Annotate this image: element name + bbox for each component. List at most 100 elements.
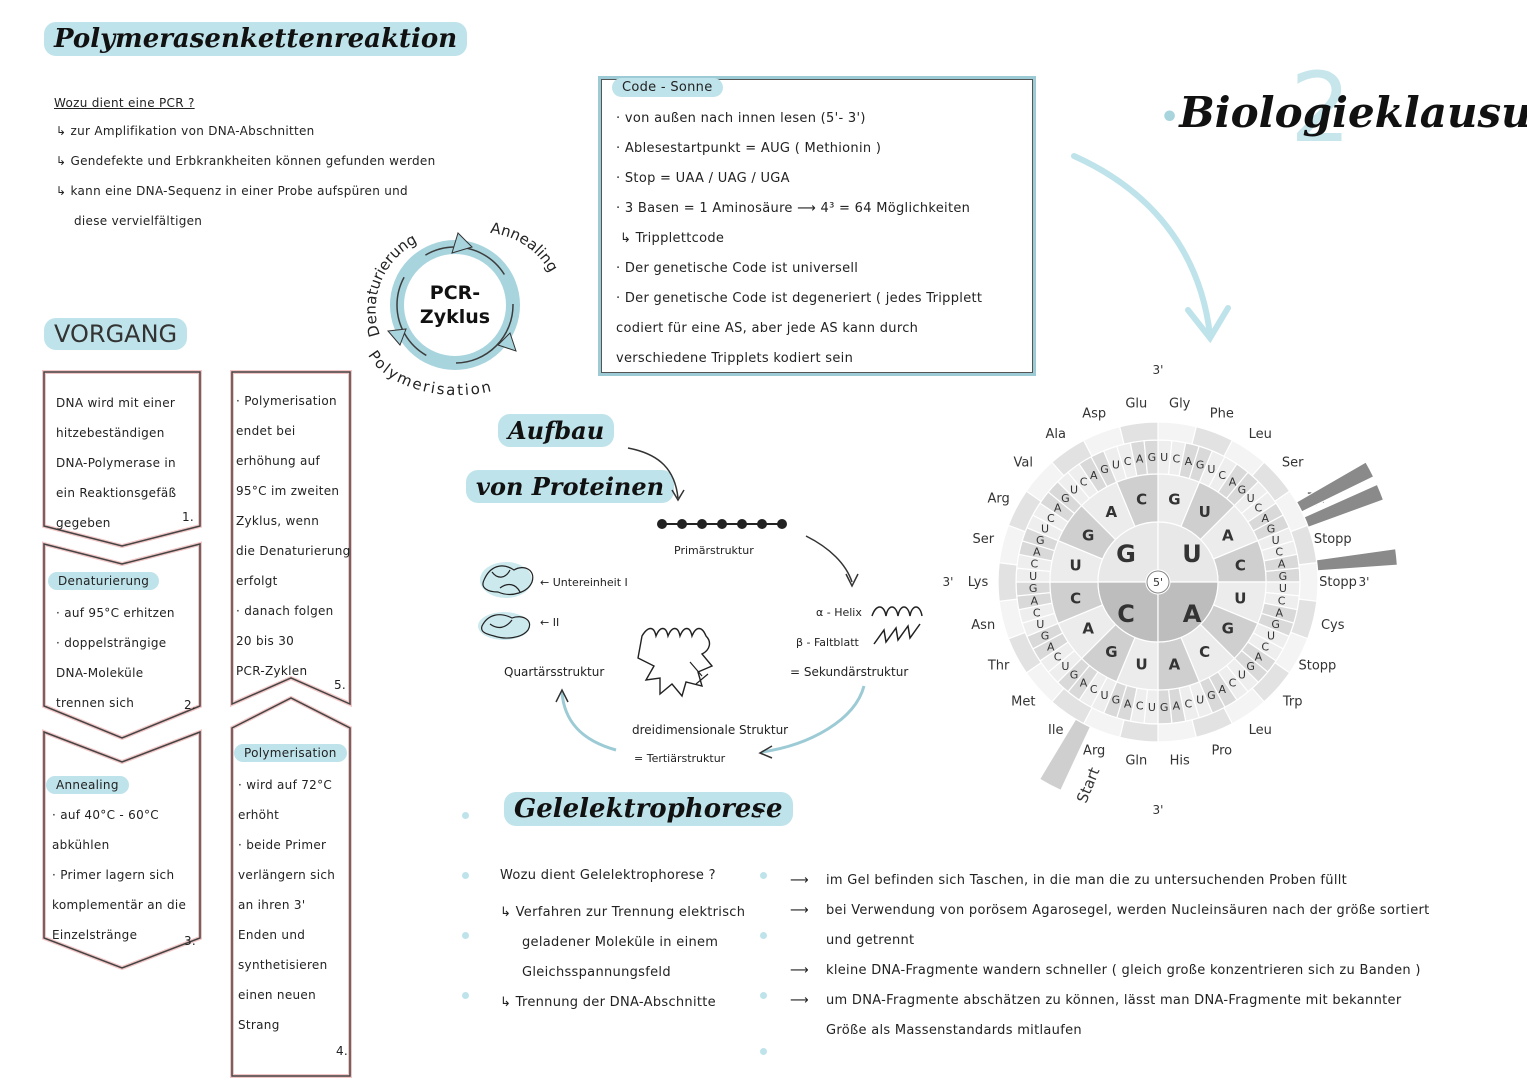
sun-amino-label: Stopp [1319, 575, 1357, 590]
step4-heading-wrap: Polymerisation [234, 742, 347, 762]
helix-label: α - Helix [816, 606, 862, 619]
klausur-title: •Biologieklausur• [1160, 88, 1527, 137]
step3-heading: Annealing [46, 776, 129, 794]
sun-middle-label: A [1106, 503, 1118, 521]
sun-base-label: C [1124, 455, 1132, 468]
sekundaer-label: = Sekundärstruktur [790, 665, 908, 679]
sun-base-label: C [1218, 469, 1226, 482]
protein-structure-diagram: Primärstruktur α - Helix β - Faltblatt =… [478, 447, 923, 765]
step1-number: 1. [182, 510, 195, 524]
sun-base-label: A [1255, 650, 1263, 663]
sun-amino-label: His [1170, 754, 1190, 769]
sun-base-label: U [1160, 451, 1168, 464]
pcr-question: Wozu dient eine PCR ? [54, 96, 195, 110]
sun-base-label: U [1070, 483, 1078, 496]
vorgang-chevrons [42, 370, 352, 1078]
quartaer-icon [478, 562, 534, 640]
sun-prime-label: 3' [943, 575, 954, 589]
sun-amino-label: Asn [971, 618, 995, 633]
sun-amino-label: Gly [1169, 396, 1191, 411]
sun-inner-label: A [1183, 600, 1202, 628]
sun-base-label: C [1080, 476, 1088, 489]
sun-base-label: U [1279, 582, 1287, 595]
helix-icon [871, 606, 923, 617]
sun-middle-label: A [1169, 655, 1181, 673]
sun-inner-quadrant [1157, 521, 1219, 583]
sun-middle-label: G [1168, 491, 1180, 509]
sun-amino-label: Leu [1249, 723, 1272, 738]
step2-heading-wrap: Denaturierung [48, 570, 160, 590]
sun-middle-label: A [1082, 620, 1094, 638]
sun-base-label: U [1061, 660, 1069, 673]
step5-number: 5. [334, 678, 347, 692]
faltblatt-label: β - Faltblatt [796, 636, 860, 649]
sun-base-label: U [1112, 458, 1120, 471]
pcr-answer-4: diese vervielfältigen [74, 214, 203, 228]
tertiaer-line2: = Tertiärstruktur [634, 752, 726, 765]
step2-heading: Denaturierung [48, 572, 160, 590]
title-arrow [627, 447, 679, 499]
sun-inner-quadrant [1097, 581, 1159, 643]
sun-base-label: A [1229, 476, 1237, 489]
sun-start-label: Start [1073, 765, 1103, 806]
sun-amino-label: Met [1011, 694, 1035, 709]
untereinheit2-label: ← II [540, 616, 559, 629]
sun-amino-label: Leu [1249, 427, 1272, 442]
klausur-number: 2 [1290, 52, 1352, 164]
gel-title: Gelelektrophorese [504, 792, 793, 826]
tertiary-icon [637, 627, 714, 698]
sun-amino-label: Phe [1210, 407, 1234, 422]
sun-base-label: U [1101, 689, 1109, 702]
sun-base-label: C [1090, 683, 1098, 696]
sun-aa-cell [997, 562, 1018, 602]
sun-amino-label: Arg [1083, 743, 1105, 758]
gel-dots-left [462, 812, 470, 1052]
sun-base-label: U [1196, 694, 1204, 707]
step3-number: 3. [184, 934, 197, 948]
primaer-label: Primärstruktur [674, 544, 754, 557]
pcr-cycle-diagram: PCR- Zyklus Denaturierung Annealing Poly… [362, 219, 562, 399]
sun-stop-ray [1315, 547, 1399, 572]
sun-base-label: G [1112, 694, 1121, 707]
cycle-label-left: Denaturierung [362, 230, 420, 339]
sun-base-label: G [1246, 660, 1255, 673]
gel-right-lines: ⟶im Gel befinden sich Taschen, in die ma… [790, 873, 1430, 1038]
sun-base-label: C [1185, 697, 1193, 710]
sun-middle-label: U [1199, 503, 1211, 521]
untereinheit1-label: ← Untereinheit I [540, 576, 628, 589]
sun-inner-quadrant [1097, 521, 1159, 583]
sun-amino-label: Val [1014, 456, 1033, 471]
gel-question: Wozu dient Gelelektrophorese ? [500, 868, 716, 883]
arrow-head-icon [1185, 305, 1231, 344]
sun-middle-label: G [1105, 643, 1117, 661]
sun-start-ray [1038, 718, 1092, 792]
sun-amino-label: Cys [1321, 618, 1345, 633]
cycle-arrow-icon [497, 332, 517, 352]
sun-middle-label: G [1222, 620, 1234, 638]
sun-middle-label: G [1082, 526, 1094, 544]
sun-inner-label: U [1182, 540, 1202, 568]
pcr-answer-3: ↳ kann eine DNA-Sequenz in einer Probe a… [56, 184, 408, 198]
sun-base-label: A [1275, 606, 1283, 619]
vorgang-heading-wrap: VORGANG [44, 318, 188, 350]
sun-amino-label: Ser [1282, 456, 1304, 471]
sun-base-label: C [1255, 502, 1263, 515]
sun-base-label: A [1136, 452, 1144, 465]
faltblatt-icon [873, 623, 921, 645]
sun-amino-label: Lys [968, 575, 989, 590]
cycle-arrow-icon [387, 328, 407, 346]
sun-inner-quadrant [1157, 581, 1219, 643]
sun-middle-label: U [1136, 655, 1148, 673]
cycle-center-line1: PCR- [430, 282, 480, 304]
sun-center [1146, 570, 1170, 594]
sun-base-label: U [1036, 618, 1044, 631]
gel-left-lines: ↳ Verfahren zur Trennung elektrisch gela… [500, 905, 746, 1010]
sun-amino-label: Stopp [1298, 659, 1336, 674]
sun-base-label: G [1160, 701, 1169, 714]
proteins-title1-wrap: Aufbau [498, 414, 615, 447]
pcr-answer-2: ↳ Gendefekte und Erbkrankheiten können g… [56, 154, 436, 168]
